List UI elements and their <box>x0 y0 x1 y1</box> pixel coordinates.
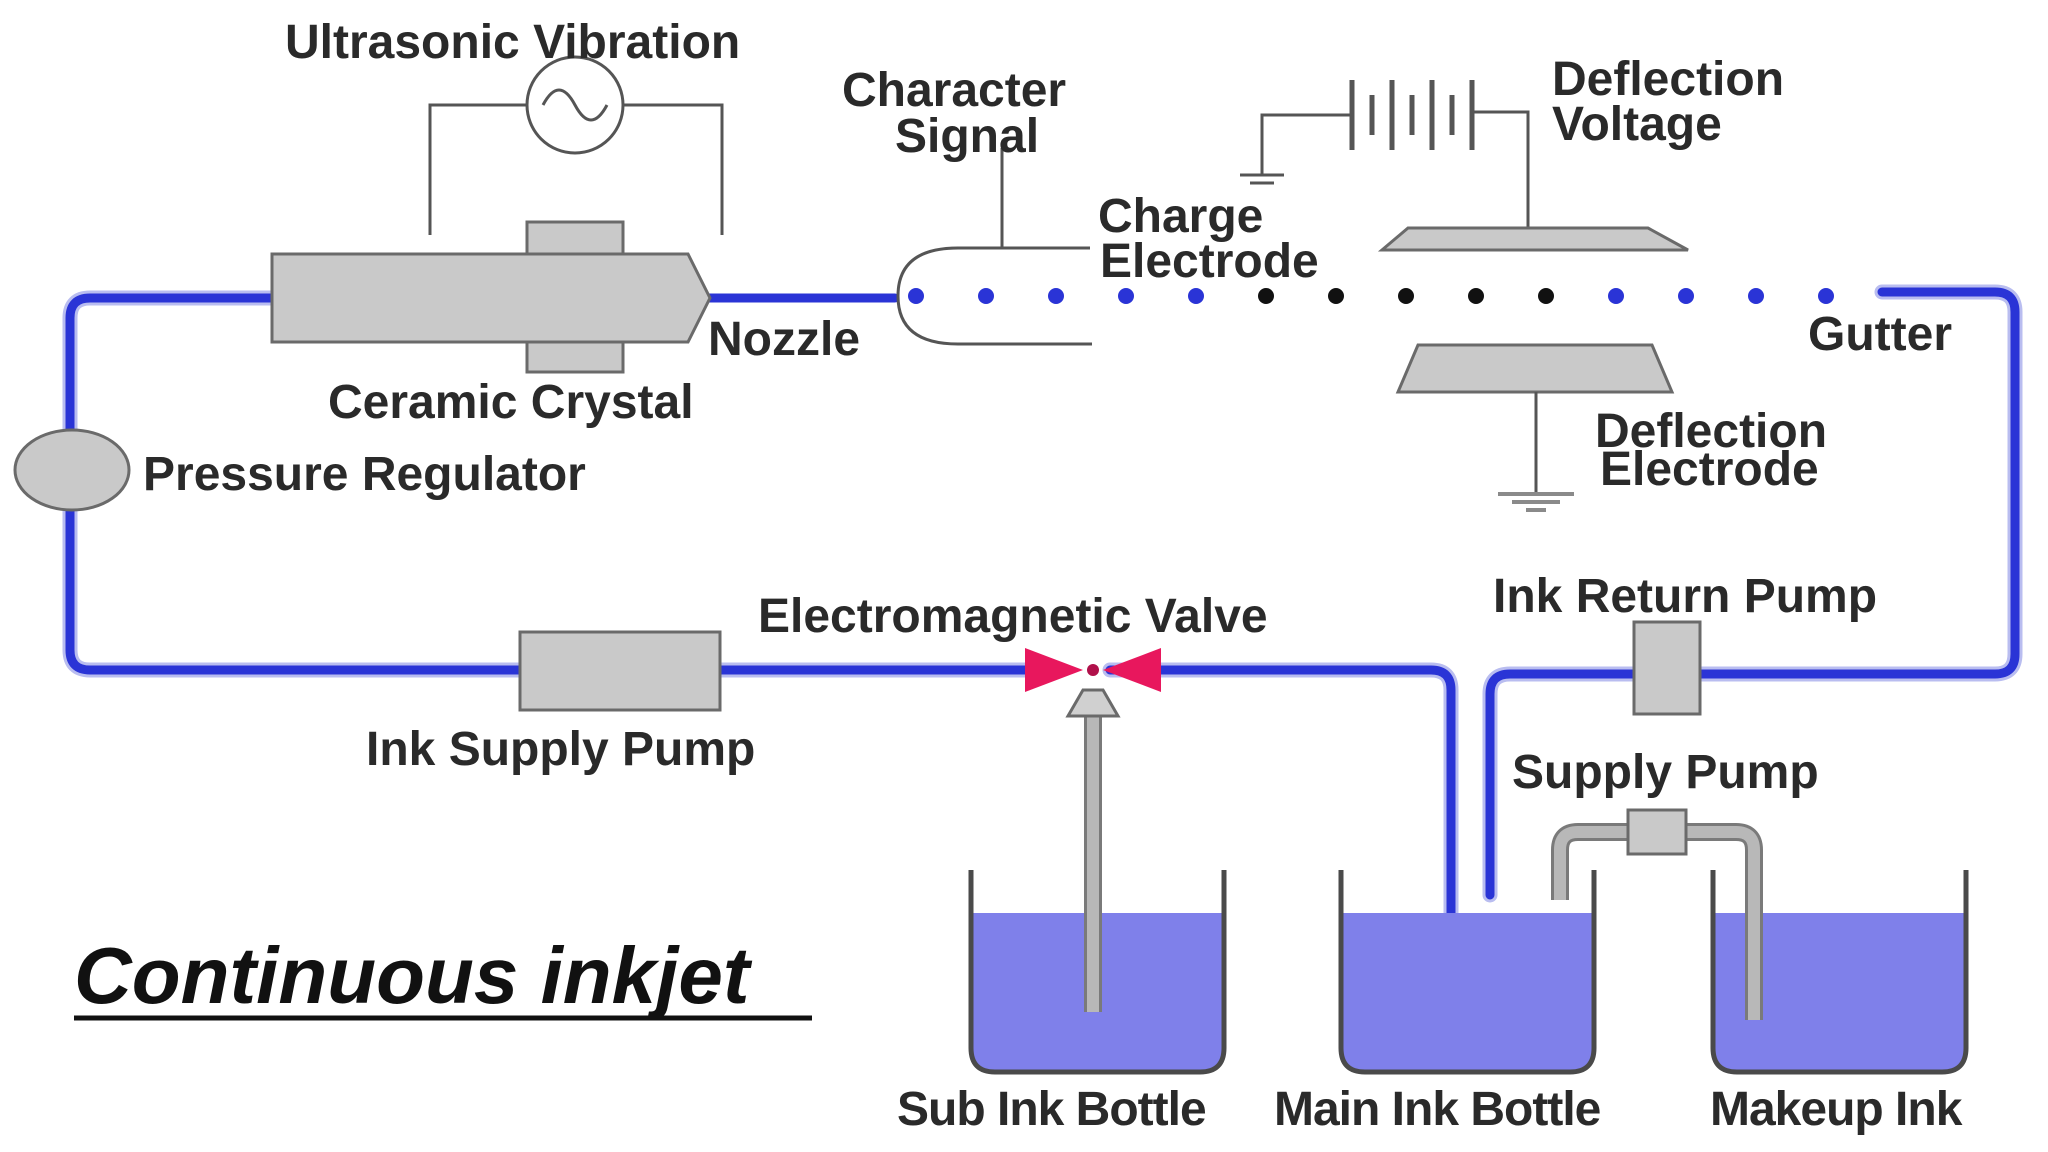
charge-tunnel: Character Signal Nozzle Charge Electrode <box>708 64 1319 366</box>
character-signal-label-line2: Signal <box>895 110 1039 163</box>
charged-droplet <box>1258 288 1274 304</box>
ground-icon <box>1498 392 1574 512</box>
sine-wave-icon <box>525 55 625 155</box>
uncharged-droplet <box>1608 288 1624 304</box>
droplet-stream <box>908 288 1834 304</box>
deflection-plate-bottom <box>1395 343 1675 394</box>
charge-electrode-label-line2: Electrode <box>1100 235 1319 288</box>
charged-droplet <box>1398 288 1414 304</box>
ink-bottles: Sub Ink Bottle Main Ink Bottle Makeup In… <box>897 870 1969 1136</box>
electromagnetic-valve <box>1025 648 1161 692</box>
nozzle-label: Nozzle <box>708 313 860 366</box>
electromagnetic-valve-label: Electromagnetic Valve <box>758 590 1268 643</box>
ultrasonic-circuit: Ultrasonic Vibration <box>285 16 740 235</box>
uncharged-droplet <box>1048 288 1064 304</box>
uncharged-droplet <box>1678 288 1694 304</box>
deflection-electrode-label-line1: Deflection <box>1595 405 1827 458</box>
supply-pump: Supply Pump <box>1512 746 1819 1020</box>
pressure-regulator-label: Pressure Regulator <box>143 448 586 501</box>
ceramic-crystal-label: Ceramic Crystal <box>328 376 694 429</box>
supply-pump-label: Supply Pump <box>1512 746 1819 799</box>
deflection-voltage-label-line2: Voltage <box>1552 98 1722 151</box>
ink-supply-pump: Ink Supply Pump <box>366 630 755 776</box>
ink-return-pump: Ink Return Pump <box>1493 570 1877 716</box>
main-ink-bottle: Main Ink Bottle <box>1274 870 1602 1136</box>
charge-tunnel-electrode <box>896 246 1092 346</box>
ink-return-pump-label: Ink Return Pump <box>1493 570 1877 623</box>
sub-ink-bottle: Sub Ink Bottle <box>897 870 1227 1136</box>
ink-return-pump-body <box>1632 620 1702 716</box>
uncharged-droplet <box>908 288 924 304</box>
main-ink-bottle-label: Main Ink Bottle <box>1274 1083 1601 1136</box>
pressure-regulator: Pressure Regulator Ceramic Crystal <box>13 376 694 512</box>
return-line-to-main-bottle <box>1485 669 1639 900</box>
valve-actuator <box>1065 688 1121 718</box>
deflection-voltage-label-line1: Deflection <box>1552 53 1784 106</box>
gutter-label: Gutter <box>1808 308 1952 361</box>
ceramic-crystal-bottom <box>525 338 625 374</box>
diagram-caption: Continuous inkjet <box>74 931 812 1021</box>
uncharged-droplet <box>1748 288 1764 304</box>
electromagnetic-valve-assembly: Electromagnetic Valve <box>758 590 1268 1012</box>
battery-icon <box>1349 80 1475 150</box>
supply-line-valve-to-bottle <box>1105 665 1456 920</box>
ultrasonic-vibration-label: Ultrasonic Vibration <box>285 16 740 69</box>
makeup-ink-bottle: Makeup Ink <box>1710 870 1969 1136</box>
supply-pump-body <box>1626 808 1688 856</box>
charged-droplet <box>1328 288 1344 304</box>
sub-ink-bottle-label: Sub Ink Bottle <box>897 1083 1206 1136</box>
deflection-voltage-circuit: Deflection Voltage Deflection Electrode … <box>1240 53 1952 512</box>
ink-supply-pump-body <box>518 630 722 712</box>
print-head <box>270 220 712 374</box>
makeup-ink-label: Makeup Ink <box>1710 1083 1963 1136</box>
return-line-gutter <box>1695 287 2020 679</box>
ink-supply-pump-label: Ink Supply Pump <box>366 723 755 776</box>
charge-electrode-label-line1: Charge <box>1098 190 1263 243</box>
charged-droplet <box>1468 288 1484 304</box>
caption-title: Continuous inkjet <box>74 931 753 1020</box>
ground-icon <box>1240 113 1350 185</box>
pressure-regulator-body <box>13 428 131 512</box>
deflection-electrode-label-line2: Electrode <box>1600 443 1819 496</box>
uncharged-droplet <box>1818 288 1834 304</box>
charged-droplet <box>1538 288 1554 304</box>
uncharged-droplet <box>1188 288 1204 304</box>
uncharged-droplet <box>1118 288 1134 304</box>
print-head-body <box>270 252 712 344</box>
deflection-plate-top <box>1377 226 1689 252</box>
uncharged-droplet <box>978 288 994 304</box>
character-signal-label-line1: Character <box>842 64 1066 117</box>
